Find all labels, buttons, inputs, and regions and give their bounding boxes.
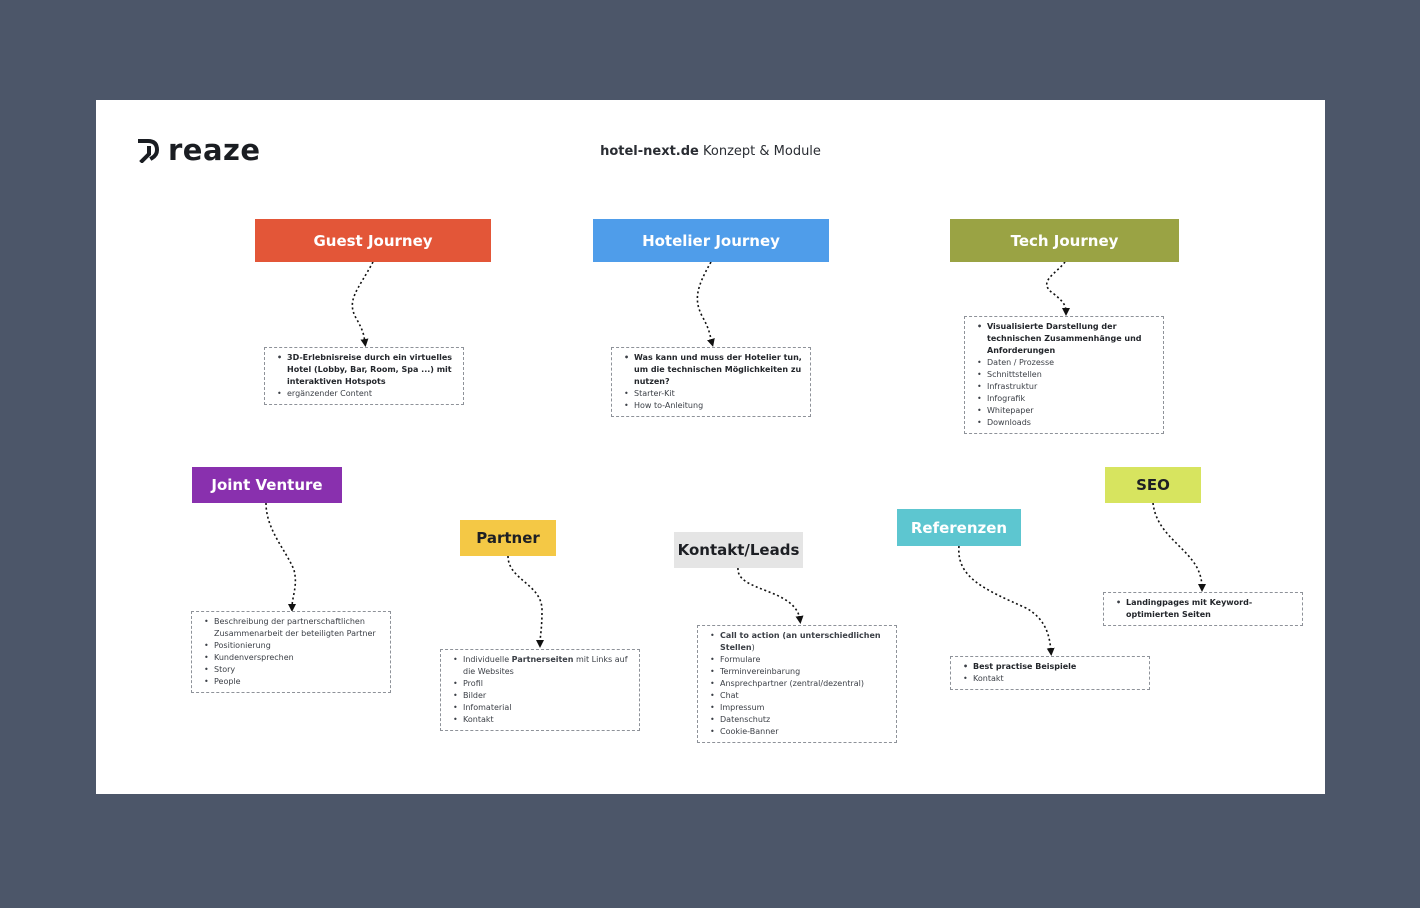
card-item: People	[202, 676, 382, 688]
diagram-board: reaze hotel-next.de Konzept & Module Gue…	[96, 100, 1325, 794]
logo-wordmark: reaze	[168, 133, 261, 167]
module-header-hotelier: Hotelier Journey	[593, 219, 829, 262]
title-site: hotel-next.de	[600, 144, 699, 159]
card-item: Visualisierte Darstellung der technische…	[975, 321, 1155, 357]
card-item: Infografik	[975, 393, 1155, 405]
card-item: Starter-Kit	[622, 388, 802, 400]
connector-referenzen	[958, 545, 1055, 656]
connector-partner	[507, 555, 545, 648]
module-header-kontakt: Kontakt/Leads	[674, 532, 803, 568]
card-item: Call to action (an unterschiedlichen Ste…	[708, 630, 888, 654]
card-item: Formulare	[708, 654, 888, 666]
module-card-joint: Beschreibung der partnerschaftlichen Zus…	[191, 611, 391, 693]
connector-joint	[265, 502, 297, 612]
title-rest: Konzept & Module	[698, 144, 821, 159]
card-item: ergänzender Content	[275, 388, 455, 400]
card-item: Was kann und muss der Hotelier tun, um d…	[622, 352, 802, 388]
connector-kontakt	[737, 567, 804, 624]
connector-seo	[1152, 502, 1206, 592]
module-card-kontakt: Call to action (an unterschiedlichen Ste…	[697, 625, 897, 743]
module-card-hotelier: Was kann und muss der Hotelier tun, um d…	[611, 347, 811, 417]
module-header-partner: Partner	[460, 520, 556, 556]
module-card-tech: Visualisierte Darstellung der technische…	[964, 316, 1164, 434]
card-item: Best practise Beispiele	[961, 661, 1141, 673]
card-item: How to-Anleitung	[622, 400, 802, 412]
card-item: Infrastruktur	[975, 381, 1155, 393]
module-card-referenzen: Best practise Beispiele Kontakt	[950, 656, 1150, 690]
card-item: Schnittstellen	[975, 369, 1155, 381]
card-item: Infomaterial	[451, 702, 631, 714]
module-card-partner: Individuelle Partnerseiten mit Links auf…	[440, 649, 640, 731]
card-item: Kontakt	[451, 714, 631, 726]
brand-logo: reaze	[138, 136, 261, 165]
card-item: Cookie-Banner	[708, 726, 888, 738]
card-item: Beschreibung der partnerschaftlichen Zus…	[202, 616, 382, 640]
card-item: Terminvereinbarung	[708, 666, 888, 678]
connector-layer	[265, 261, 1206, 656]
connector-tech	[1046, 261, 1070, 316]
module-header-joint: Joint Venture	[192, 467, 342, 503]
connector-guest	[351, 261, 374, 347]
card-item: 3D-Erlebnisreise durch ein virtuelles Ho…	[275, 352, 455, 388]
card-item: Datenschutz	[708, 714, 888, 726]
module-header-guest: Guest Journey	[255, 219, 491, 262]
card-item: Positionierung	[202, 640, 382, 652]
module-header-tech: Tech Journey	[950, 219, 1179, 262]
card-item: Daten / Prozesse	[975, 357, 1155, 369]
card-item: Individuelle Partnerseiten mit Links auf…	[451, 654, 631, 678]
card-item: Chat	[708, 690, 888, 702]
card-item: Whitepaper	[975, 405, 1155, 417]
card-item: Kontakt	[961, 673, 1141, 685]
card-item: Kundenversprechen	[202, 652, 382, 664]
module-card-guest: 3D-Erlebnisreise durch ein virtuelles Ho…	[264, 347, 464, 405]
module-card-seo: Landingpages mit Keyword-optimierten Sei…	[1103, 592, 1303, 626]
card-item: Impressum	[708, 702, 888, 714]
connector-hotelier	[696, 261, 715, 347]
card-item: Story	[202, 664, 382, 676]
card-item: Bilder	[451, 690, 631, 702]
module-header-referenzen: Referenzen	[897, 509, 1021, 546]
card-item: Downloads	[975, 417, 1155, 429]
module-header-seo: SEO	[1105, 467, 1201, 503]
page-title: hotel-next.de Konzept & Module	[96, 144, 1325, 159]
reaze-logo-icon	[138, 138, 160, 163]
card-item: Profil	[451, 678, 631, 690]
card-item: Ansprechpartner (zentral/dezentral)	[708, 678, 888, 690]
card-item: Landingpages mit Keyword-optimierten Sei…	[1114, 597, 1294, 621]
